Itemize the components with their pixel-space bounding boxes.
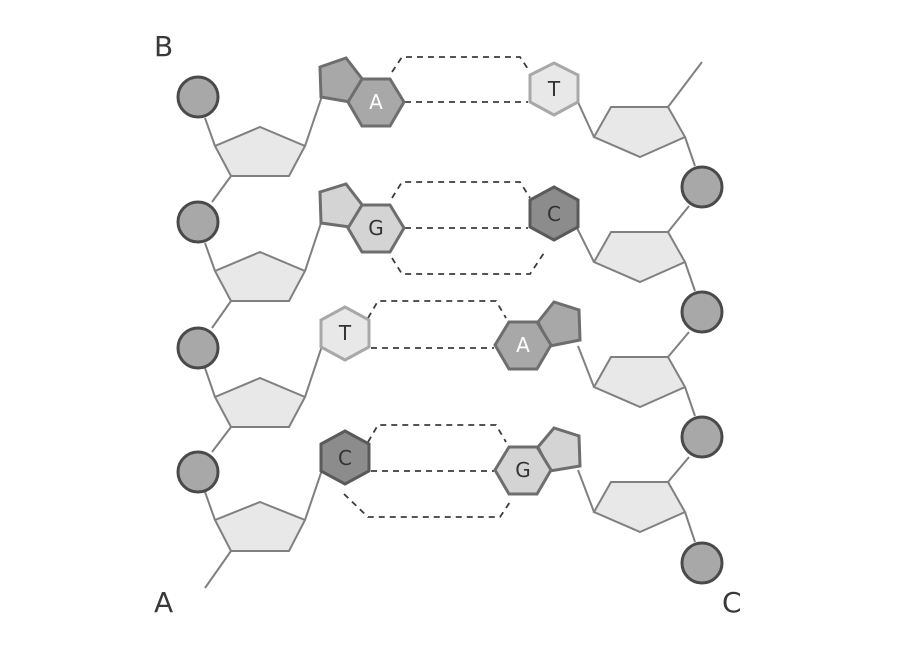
base-label: G — [515, 458, 531, 482]
hydrogen-bonds-pair-3 — [367, 300, 507, 349]
phosphate-circle — [176, 326, 220, 370]
base-left-3: T — [319, 305, 371, 362]
hydrogen-bond — [391, 181, 531, 199]
base-label: C — [547, 202, 561, 226]
base-hexagon — [528, 61, 580, 117]
phosphate-circle — [680, 415, 724, 459]
hydrogen-bond — [367, 424, 507, 443]
hydrogen-bond — [367, 300, 507, 319]
base-left-1: A — [318, 56, 406, 128]
right-backbone-strand — [576, 61, 703, 543]
hydrogen-bonds-pair-2 — [391, 181, 547, 275]
base-left-4: C — [319, 429, 371, 486]
base-label: T — [547, 77, 561, 101]
base-label: T — [338, 321, 352, 345]
left-sugar — [213, 376, 307, 428]
base-label: G — [368, 216, 384, 240]
right-sugar — [592, 356, 687, 409]
label-c: C — [722, 586, 742, 619]
base-hexagon — [346, 203, 406, 254]
base-hexagon — [493, 445, 553, 496]
right-sugar — [592, 481, 687, 534]
right-sugar — [592, 231, 687, 284]
base-hexagon — [319, 305, 371, 362]
base-right-2: C — [528, 185, 580, 242]
base-hexagon — [528, 185, 580, 242]
phosphate-circle — [176, 75, 220, 119]
base-right-3: A — [493, 300, 582, 371]
right-sugars — [592, 106, 687, 534]
base-right-1: T — [528, 61, 580, 117]
right-sugar — [592, 106, 687, 159]
left-sugar — [213, 500, 307, 552]
base-hexagon — [346, 77, 406, 128]
phosphate-circle — [680, 165, 724, 209]
base-label: A — [369, 90, 383, 114]
phosphate-circle — [680, 541, 724, 585]
left-phosphates — [176, 75, 220, 494]
right-phosphates — [680, 165, 724, 585]
hydrogen-bond — [391, 249, 547, 275]
base-hexagon — [493, 320, 553, 371]
base-label: C — [338, 446, 352, 470]
hydrogen-bonds-pair-4 — [343, 424, 511, 518]
phosphate-circle — [176, 200, 220, 244]
base-left-2: G — [318, 182, 406, 254]
base-label: A — [516, 333, 530, 357]
phosphate-circle — [680, 290, 724, 334]
left-backbone-strand — [204, 95, 323, 589]
left-sugar — [213, 125, 307, 177]
left-sugars — [213, 125, 307, 552]
label-b: B — [154, 30, 173, 63]
hydrogen-bonds-pair-1 — [391, 56, 531, 103]
base-hexagon — [319, 429, 371, 486]
label-a: A — [154, 586, 173, 619]
hydrogen-bond — [391, 56, 531, 73]
phosphate-circle — [176, 450, 220, 494]
left-sugar — [213, 250, 307, 302]
hydrogen-bond — [343, 493, 511, 518]
base-right-4: G — [493, 426, 582, 496]
